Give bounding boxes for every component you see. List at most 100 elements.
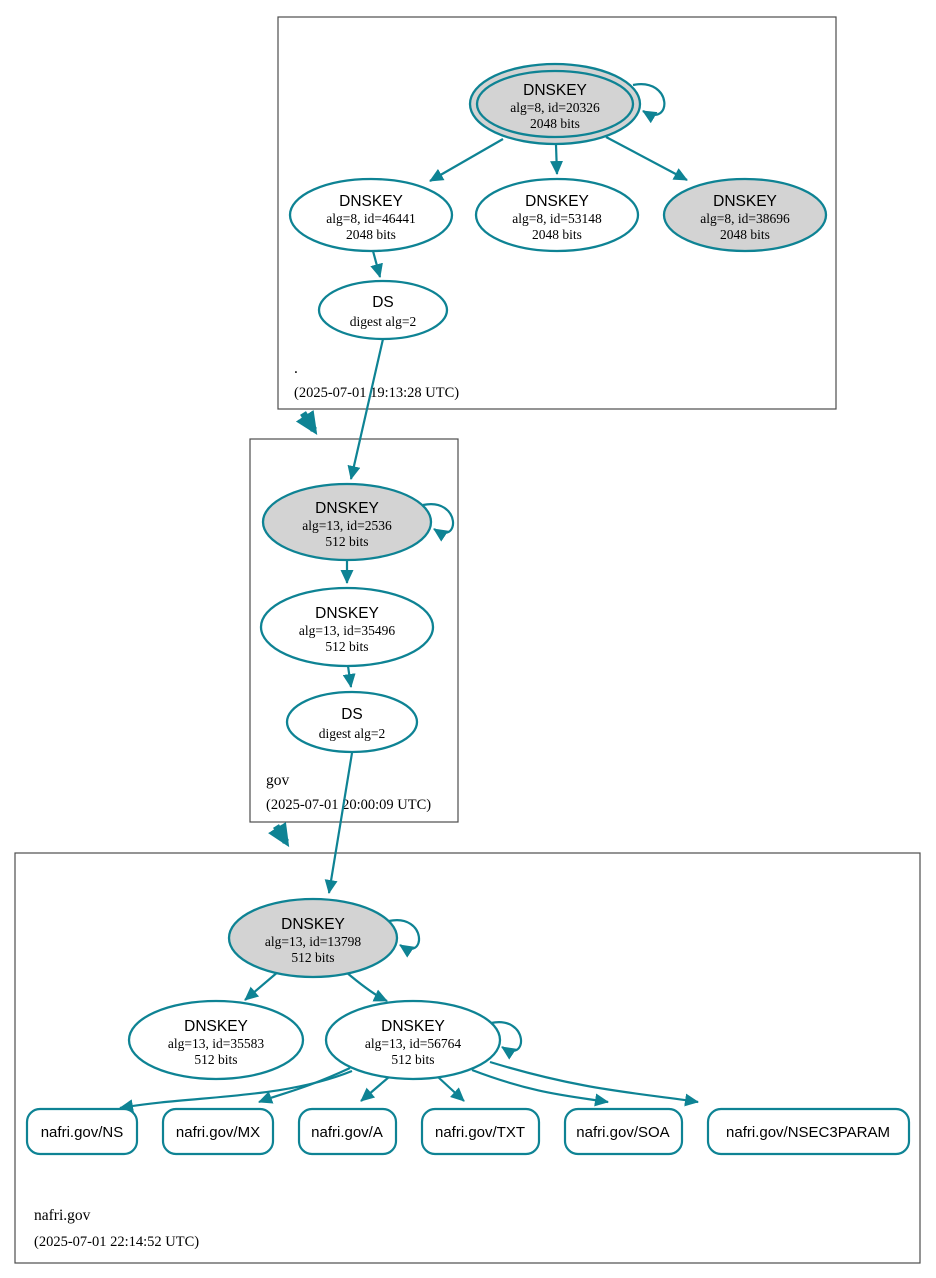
- delegation-arrow-gov-to-nafri: [268, 822, 290, 848]
- edge-root-ksk-to-zsk46441: [429, 138, 504, 182]
- edge-zsk56764-to-soa: [471, 1068, 609, 1107]
- node-attrs: alg=13, id=35496: [299, 623, 395, 638]
- node-attrs: alg=8, id=46441: [326, 211, 415, 226]
- rrset-label: nafri.gov/SOA: [576, 1124, 669, 1141]
- node-attrs: digest alg=2: [319, 726, 385, 741]
- node-ellipse: [227, 897, 399, 979]
- edge-root-ksk-selfloop: [632, 83, 666, 124]
- zone-box-nafri-gov: [14, 852, 921, 1264]
- rrset-node-ns[interactable]: nafri.gov/NS: [25, 1107, 139, 1156]
- node-title: DS: [372, 294, 394, 311]
- edge-root-ds-to-gov-ksk: [347, 338, 385, 480]
- node-bits: 512 bits: [325, 639, 368, 654]
- rrset-box: [563, 1107, 684, 1156]
- node-ellipse: [474, 177, 640, 253]
- rrset-node-soa[interactable]: nafri.gov/SOA: [563, 1107, 684, 1156]
- rrset-label: nafri.gov/NSEC3PARAM: [726, 1124, 890, 1141]
- node-attrs: digest alg=2: [350, 314, 416, 329]
- node-title: DNSKEY: [339, 193, 403, 210]
- zone-gov: DNSKEY alg=13, id=2536 512 bits DNSKEY a…: [249, 438, 459, 823]
- node-bits: 512 bits: [194, 1052, 237, 1067]
- node-attrs: alg=13, id=13798: [265, 934, 361, 949]
- dnskey-node-nafri-35583[interactable]: DNSKEY alg=13, id=35583 512 bits: [127, 999, 305, 1081]
- rrset-box: [420, 1107, 541, 1156]
- node-title: DNSKEY: [281, 916, 345, 933]
- node-title: DNSKEY: [315, 500, 379, 517]
- node-ellipse: [324, 999, 502, 1081]
- edge-zsk56764-to-ns: [119, 1069, 353, 1113]
- node-attrs: alg=8, id=38696: [700, 211, 790, 226]
- zone-timestamp-gov: (2025-07-01 20:00:09 UTC): [266, 797, 431, 813]
- dnskey-node-root-53148[interactable]: DNSKEY alg=8, id=53148 2048 bits: [474, 177, 640, 253]
- zone-root: DNSKEY alg=8, id=20326 2048 bits DNSKEY …: [277, 16, 837, 410]
- node-attrs: alg=8, id=20326: [510, 100, 600, 115]
- rrset-box: [297, 1107, 398, 1156]
- inter-zone-edges: [268, 338, 385, 894]
- edge-nafri-ksk-to-zsk56764: [345, 971, 388, 1002]
- dnskey-node-gov-2536[interactable]: DNSKEY alg=13, id=2536 512 bits: [261, 482, 433, 562]
- node-attrs: alg=13, id=56764: [365, 1036, 461, 1051]
- dnskey-node-gov-35496[interactable]: DNSKEY alg=13, id=35496 512 bits: [259, 586, 435, 668]
- dnskey-node-root-46441[interactable]: DNSKEY alg=8, id=46441 2048 bits: [288, 177, 454, 253]
- node-bits: 2048 bits: [720, 227, 770, 242]
- node-title: DNSKEY: [184, 1018, 248, 1035]
- rrset-box: [25, 1107, 139, 1156]
- node-title: DNSKEY: [713, 193, 777, 210]
- rrset-node-a[interactable]: nafri.gov/A: [297, 1107, 398, 1156]
- edge-nafri-ksk-to-zsk35583: [244, 970, 280, 1001]
- edge-nafri-ksk-selfloop: [388, 919, 420, 958]
- node-bits: 512 bits: [291, 950, 334, 965]
- node-bits: 2048 bits: [530, 116, 580, 131]
- zone-nafri-gov: DNSKEY alg=13, id=13798 512 bits DNSKEY …: [14, 852, 921, 1264]
- edge-zsk56764-to-a: [360, 1076, 390, 1102]
- edge-gov-ksk-selfloop: [422, 503, 454, 542]
- edge-zsk56764-to-nsec3param: [489, 1060, 699, 1107]
- zone-box-gov: [249, 438, 459, 823]
- node-attrs: alg=13, id=35583: [168, 1036, 264, 1051]
- edge-root-zsk46441-to-ds: [370, 250, 383, 278]
- node-ellipse: [259, 586, 435, 668]
- rrset-label: nafri.gov/TXT: [435, 1124, 525, 1141]
- dnskey-node-nafri-56764[interactable]: DNSKEY alg=13, id=56764 512 bits: [324, 999, 502, 1081]
- node-ellipse-inner: [475, 69, 635, 139]
- edge-gov-ds-to-nafri-ksk: [324, 752, 354, 894]
- rrset-box: [161, 1107, 275, 1156]
- edge-root-ksk-to-zsk53148: [550, 144, 564, 175]
- rrset-node-nsec3param[interactable]: nafri.gov/NSEC3PARAM: [706, 1107, 911, 1156]
- edge-zsk56764-to-txt: [437, 1076, 465, 1102]
- dnskey-node-nafri-13798[interactable]: DNSKEY alg=13, id=13798 512 bits: [227, 897, 399, 979]
- rrset-node-mx[interactable]: nafri.gov/MX: [161, 1107, 275, 1156]
- zone-label-nafri-gov: nafri.gov: [34, 1207, 91, 1224]
- dnskey-node-root-38696[interactable]: DNSKEY alg=8, id=38696 2048 bits: [662, 177, 828, 253]
- rrset-label: nafri.gov/MX: [176, 1124, 260, 1141]
- zone-box-root: [277, 16, 837, 410]
- node-ellipse: [285, 690, 419, 754]
- node-bits: 512 bits: [391, 1052, 434, 1067]
- rrset-box: [706, 1107, 911, 1156]
- zone-label-root: .: [294, 360, 298, 377]
- rrset-node-txt[interactable]: nafri.gov/TXT: [420, 1107, 541, 1156]
- node-ellipse: [127, 999, 305, 1081]
- zone-timestamp-root: (2025-07-01 19:13:28 UTC): [294, 385, 459, 401]
- zone-timestamp-nafri-gov: (2025-07-01 22:14:52 UTC): [34, 1234, 199, 1250]
- node-ellipse: [261, 482, 433, 562]
- node-title: DNSKEY: [381, 1018, 445, 1035]
- node-ellipse: [288, 177, 454, 253]
- edge-nafri-zsk56764-selfloop: [490, 1021, 522, 1060]
- node-attrs: alg=8, id=53148: [512, 211, 602, 226]
- node-attrs: alg=13, id=2536: [302, 518, 392, 533]
- node-title: DS: [341, 706, 363, 723]
- rrset-label: nafri.gov/A: [311, 1124, 383, 1141]
- node-title: DNSKEY: [525, 193, 589, 210]
- edge-root-ksk-to-zsk38696: [605, 136, 688, 181]
- edge-gov-zsk-to-ds: [342, 665, 356, 688]
- node-title: DNSKEY: [523, 82, 587, 99]
- dnskey-node-root-20326[interactable]: DNSKEY alg=8, id=20326 2048 bits: [468, 62, 642, 146]
- node-title: DNSKEY: [315, 605, 379, 622]
- node-bits: 2048 bits: [532, 227, 582, 242]
- ds-node-gov[interactable]: DS digest alg=2: [285, 690, 419, 754]
- rrset-label: nafri.gov/NS: [41, 1124, 124, 1141]
- ds-node-root[interactable]: DS digest alg=2: [317, 279, 449, 341]
